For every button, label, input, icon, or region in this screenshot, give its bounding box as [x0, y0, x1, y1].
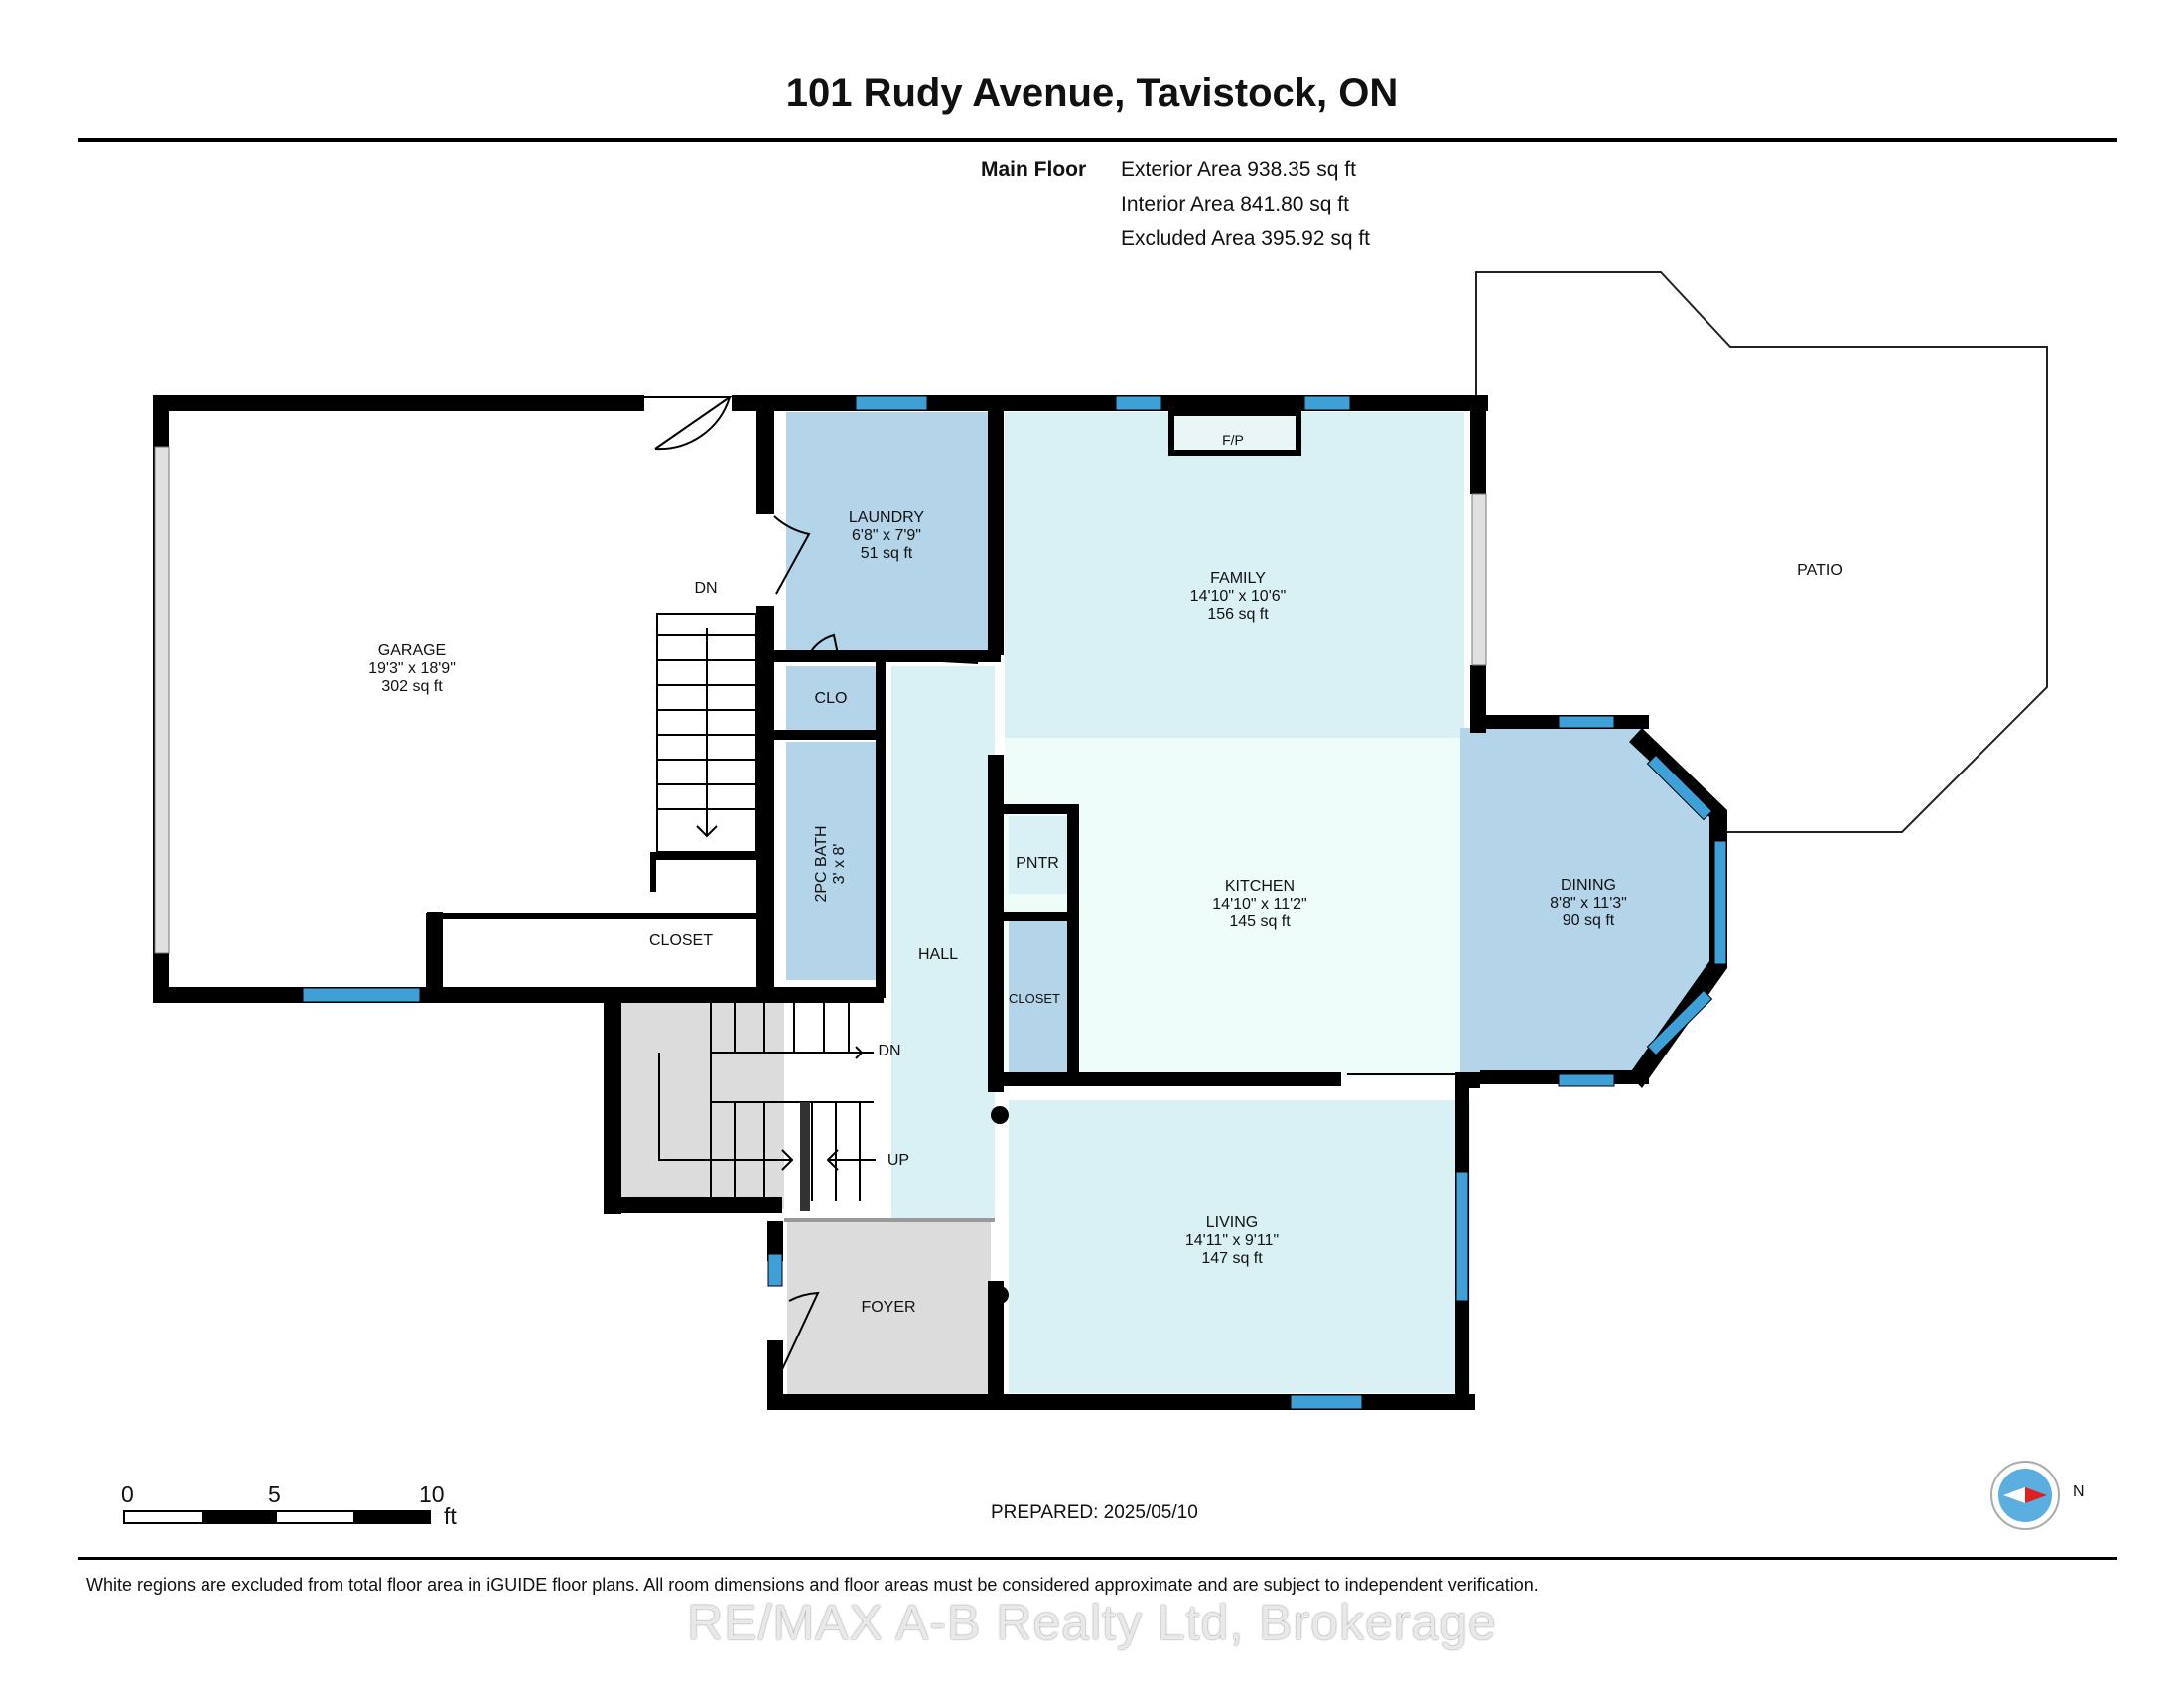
room-garage-dims: 19'3" x 18'9": [368, 660, 456, 677]
room-closet-garage: CLOSET: [649, 932, 713, 949]
windows: [302, 395, 1727, 1410]
interior-area: Interior Area 841.80 sq ft: [1121, 193, 1349, 215]
stair-down-fill: [608, 1003, 784, 1209]
room-family-area: 156 sq ft: [1207, 606, 1269, 623]
room-foyer: FOYER: [861, 1299, 915, 1316]
room-laundry: LAUNDRY: [849, 509, 925, 526]
garage-door-left: [154, 446, 170, 954]
prepared-date: PREPARED: 2025/05/10: [991, 1502, 1198, 1523]
disclaimer: White regions are excluded from total fl…: [86, 1575, 1539, 1595]
room-laundry-area: 51 sq ft: [861, 545, 913, 562]
title-divider: [78, 138, 2117, 142]
column-dot-lower: [991, 1286, 1009, 1304]
room-clo: CLO: [815, 690, 848, 707]
room-living-dims: 14'11" x 9'11": [1185, 1232, 1279, 1249]
room-dining: DINING: [1561, 877, 1616, 894]
door-swings: [643, 396, 1455, 1379]
scale-label-10: 10: [419, 1481, 445, 1507]
laundry-fill: [786, 412, 992, 658]
garage-fill: [171, 412, 758, 986]
room-garage-area: 302 sq ft: [381, 678, 443, 695]
garage-closet-outline: [426, 913, 759, 994]
compass-icon: [1990, 1461, 2060, 1530]
garage-stairs: [656, 613, 757, 853]
exterior-area: Exterior Area 938.35 sq ft: [1121, 158, 1356, 181]
hall-fill: [891, 666, 995, 1220]
label-up-stair: UP: [887, 1152, 909, 1169]
label-dn-garage: DN: [694, 580, 717, 597]
room-pntr: PNTR: [1016, 855, 1059, 872]
scale-label-0: 0: [121, 1481, 134, 1507]
closet-small-fill: [1009, 921, 1073, 1072]
foyer-fill: [787, 1220, 991, 1394]
family-fill: [1005, 412, 1464, 738]
room-dining-area: 90 sq ft: [1563, 913, 1615, 929]
room-hall: HALL: [918, 946, 958, 963]
compass-north-label: N: [2073, 1483, 2085, 1500]
watermark: RE/MAX A-B Realty Ltd, Brokerage: [687, 1595, 1497, 1650]
room-living-area: 147 sq ft: [1201, 1250, 1263, 1267]
room-living: LIVING: [1206, 1214, 1258, 1231]
column-dot-upper: [991, 1106, 1009, 1124]
plan-title: 101 Rudy Avenue, Tavistock, ON: [785, 71, 1399, 115]
footer-divider: [78, 1557, 2117, 1560]
room-bath: 2PC BATH: [813, 825, 830, 902]
room-garage: GARAGE: [378, 642, 446, 659]
fireplace: [1168, 410, 1301, 456]
label-dn-stair: DN: [878, 1043, 900, 1059]
room-family: FAMILY: [1210, 570, 1266, 587]
room-kitchen: KITCHEN: [1225, 878, 1295, 895]
bath-fill: [786, 742, 878, 980]
living-fill: [1009, 1100, 1470, 1393]
interior-stairs: [658, 1003, 876, 1201]
family-side-door: [1471, 493, 1487, 666]
room-bath-dims: 3' x 8': [831, 844, 848, 885]
room-family-dims: 14'10" x 10'6": [1190, 588, 1287, 605]
clo-fill: [786, 666, 878, 730]
room-kitchen-dims: 14'10" x 11'2": [1212, 896, 1306, 913]
room-kitchen-area: 145 sq ft: [1229, 914, 1291, 930]
room-patio: PATIO: [1797, 562, 1843, 579]
room-dining-dims: 8'8" x 11'3": [1550, 895, 1627, 912]
scale-bar: [123, 1510, 431, 1524]
pantry-fill: [1009, 816, 1073, 894]
scale-unit: ft: [444, 1503, 457, 1529]
scale-label-5: 5: [268, 1481, 281, 1507]
room-laundry-dims: 6'8" x 7'9": [852, 527, 921, 544]
dining-fill: [1460, 728, 1722, 1079]
room-fp: F/P: [1222, 432, 1244, 448]
stair-post: [800, 1102, 810, 1211]
kitchen-fill: [1005, 738, 1464, 1077]
excluded-area: Excluded Area 395.92 sq ft: [1121, 227, 1371, 250]
room-closet-small: CLOSET: [1009, 991, 1060, 1006]
floor-label: Main Floor: [981, 158, 1087, 181]
